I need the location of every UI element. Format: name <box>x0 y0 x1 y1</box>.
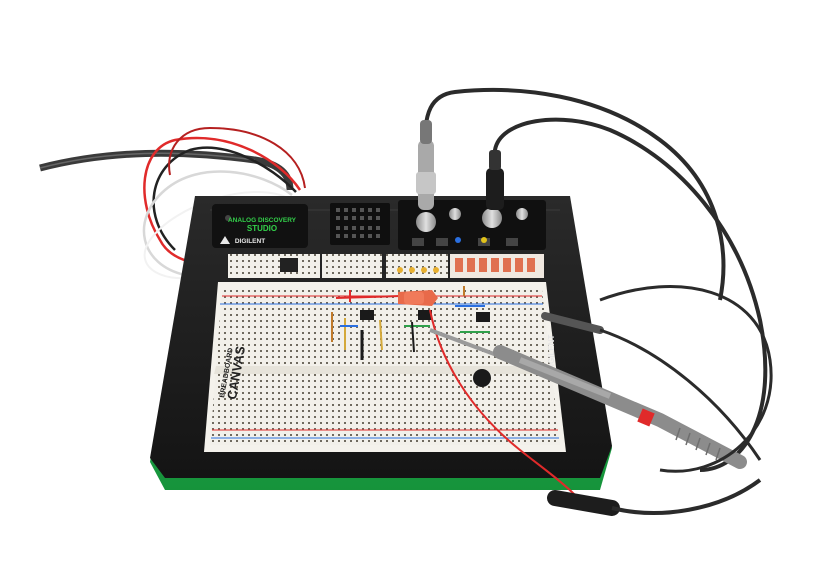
digital-io-header <box>330 203 390 245</box>
red-test-clip <box>335 290 438 306</box>
buzzer-component <box>473 369 491 387</box>
ic-chip-2 <box>418 310 432 320</box>
module-label-line2: STUDIO <box>247 224 277 233</box>
bnc-connector-aux2[interactable] <box>516 208 528 220</box>
module-label-line1: ANALOG DISCOVERY <box>228 217 297 224</box>
red-probe-wire <box>429 309 576 496</box>
top-board-strip <box>228 254 544 278</box>
bnc-connector-aux1[interactable] <box>449 208 461 220</box>
bnc-panel <box>398 200 546 250</box>
flywire-bundle <box>142 126 306 280</box>
ic-chip-1 <box>360 310 374 320</box>
digilent-logo-icon <box>220 236 230 244</box>
breadboard <box>204 282 566 452</box>
second-probe <box>541 312 762 461</box>
bnc-probe-plug-2 <box>486 150 504 210</box>
analog-discovery-module: ANALOG DISCOVERY STUDIO DIGILENT <box>212 204 308 248</box>
brand-vertical: DIGILENT <box>547 335 556 372</box>
oscilloscope-probe <box>429 328 747 469</box>
bnc-connector-ch2[interactable] <box>482 208 502 228</box>
probe-cable-loop <box>599 285 773 473</box>
bnc-probe-plug-1 <box>416 120 436 210</box>
jumper-wires <box>331 286 490 360</box>
bnc-connector-ch1[interactable] <box>416 212 436 232</box>
side-brand: DIGILENT <box>547 335 556 372</box>
usb-cable <box>39 149 294 191</box>
brand-logo: DIGILENT <box>235 238 265 245</box>
ferrite-plug <box>547 478 762 516</box>
ic-chip-3 <box>476 312 490 322</box>
power-led-icon <box>225 215 231 221</box>
